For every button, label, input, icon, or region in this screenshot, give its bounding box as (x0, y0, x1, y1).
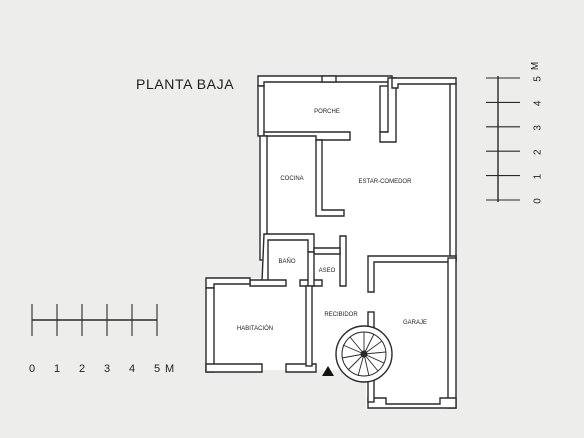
scale-label-horizontal: 5 (154, 363, 160, 375)
plan-title: PLANTA BAJA (136, 76, 234, 92)
scale-label-vertical: 5 (533, 76, 544, 82)
scale-label-horizontal: 1 (54, 363, 60, 375)
room-label-aseo: ASEO (319, 268, 336, 274)
wall-hab-bottom (205, 363, 263, 373)
wall-aseo-left (307, 251, 315, 287)
scale-label-vertical: 4 (533, 100, 544, 106)
horizontal-scale-bar: 0 1 2 3 4 5 M (29, 304, 174, 375)
wall-bano-bottom (249, 279, 287, 287)
wall-hab-right (305, 285, 313, 367)
wall-garaje-bottom (367, 397, 457, 409)
wall-garaje-right (447, 257, 457, 409)
wall-hab-left (205, 287, 215, 373)
room-label-bano: BAÑO (278, 258, 295, 265)
scale-label-horizontal: 3 (104, 363, 110, 375)
scale-label-vertical: 2 (533, 149, 544, 155)
building-floor (208, 76, 454, 408)
wall-aseo-top (313, 247, 341, 255)
room-label-estar-comedor: ESTAR-COMEDOR (359, 179, 413, 185)
scale-label-horizontal: 2 (79, 363, 85, 375)
vertical-scale-bar: 0 1 2 3 4 5 M (486, 62, 544, 204)
wall-cocina-divider (315, 139, 345, 217)
scale-label-vertical: 3 (533, 125, 544, 131)
scale-unit-horizontal: M (165, 363, 174, 375)
scale-label-horizontal: 4 (129, 363, 135, 375)
wall-porche-window-top (321, 75, 337, 83)
wall-aseo-right (339, 235, 347, 287)
scale-unit-vertical: M (530, 62, 541, 70)
wall-garaje-top (367, 255, 457, 293)
spiral-staircase-icon (335, 325, 393, 383)
wall-estar-right (449, 83, 457, 261)
room-label-habitacion: HABITACIÓN (237, 325, 273, 332)
room-label-garaje: GARAJE (403, 320, 427, 326)
scale-label-vertical: 1 (533, 173, 544, 179)
room-label-porche: PORCHE (314, 109, 340, 115)
room-label-recibidor: RECIBIDOR (324, 312, 358, 318)
wall-estar-top (391, 77, 457, 89)
scale-label-vertical: 0 (533, 198, 544, 204)
entrance-arrow-icon (322, 366, 334, 376)
wall-porche-pillar-left (257, 85, 265, 137)
room-label-cocina: COCINA (280, 176, 303, 182)
scale-label-horizontal: 0 (29, 363, 35, 375)
